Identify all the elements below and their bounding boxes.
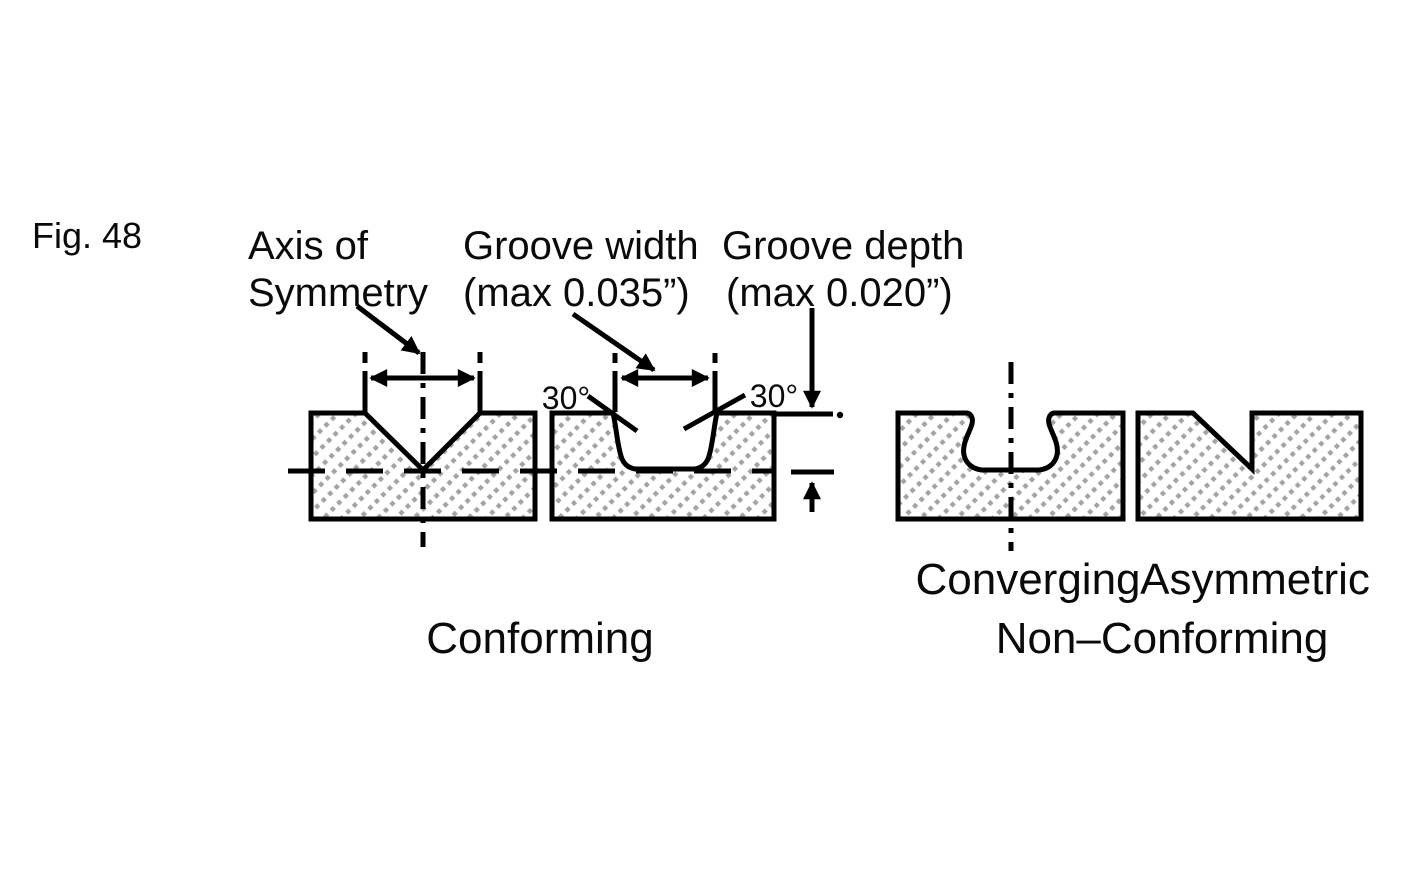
groove-width-arrow [571,311,656,373]
axis-of-symmetry-label-line1: Axis of [248,224,369,268]
angle-leader-left [586,393,639,434]
v-groove-diagram [308,352,538,547]
asymmetric-diagram [1135,410,1364,522]
angle-label-left: 30° [542,380,590,416]
caption-non-conforming: Non–Conforming [996,614,1329,663]
figure-label: Fig. 48 [32,215,142,256]
axis-of-symmetry-arrow [355,304,421,355]
angle-label-right: 30° [750,378,798,414]
asymmetric-block [1135,410,1364,522]
u-groove-extension-lines [612,353,718,412]
axis-of-symmetry-label-line2: Symmetry [248,271,428,315]
groove-depth-label-line2: (max 0.020”) [726,271,953,315]
groove-depth-label-line1: Groove depth [722,224,964,268]
depth-reference-dot [836,411,844,419]
v-groove-extension-lines [362,352,483,412]
converging-block [895,410,1126,522]
u-groove-diagram [549,308,844,522]
angle-leader-right [682,392,747,432]
u-groove-block [549,410,777,522]
groove-width-label-line1: Groove width [463,224,699,268]
caption-conforming: Conforming [426,614,653,663]
caption-converging: Converging [915,555,1140,604]
caption-asymmetric: Asymmetric [1140,555,1370,604]
v-groove-block [308,410,538,522]
converging-diagram [895,362,1126,551]
groove-width-label-line2: (max 0.035”) [463,271,690,315]
